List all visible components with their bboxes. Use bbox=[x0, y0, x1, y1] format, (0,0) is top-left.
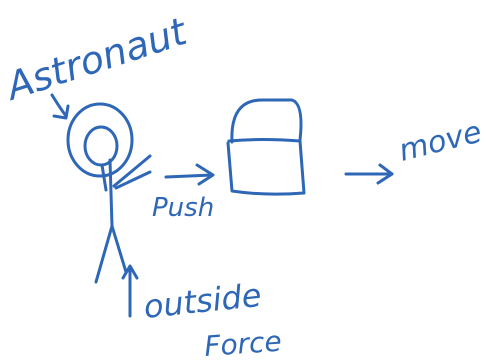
move-arrow bbox=[344, 163, 394, 185]
outside-label: outside bbox=[142, 276, 263, 326]
helmet bbox=[66, 102, 134, 178]
outside-force-arrow bbox=[121, 264, 139, 318]
box bbox=[226, 98, 306, 196]
left-leg bbox=[94, 224, 114, 284]
force-label: Force bbox=[203, 325, 282, 363]
push-arrow bbox=[164, 163, 215, 186]
astronaut-label: Astronaut bbox=[0, 9, 194, 110]
arm-lower bbox=[114, 170, 152, 190]
body bbox=[108, 158, 114, 228]
right-leg bbox=[110, 224, 128, 274]
push-label: Push bbox=[152, 193, 214, 223]
head bbox=[83, 125, 119, 167]
astronaut-figure bbox=[66, 102, 152, 284]
neck bbox=[100, 163, 108, 192]
arm-upper bbox=[112, 154, 152, 188]
move-label: move bbox=[395, 115, 485, 169]
astronaut-pointer-arrow bbox=[50, 93, 70, 120]
